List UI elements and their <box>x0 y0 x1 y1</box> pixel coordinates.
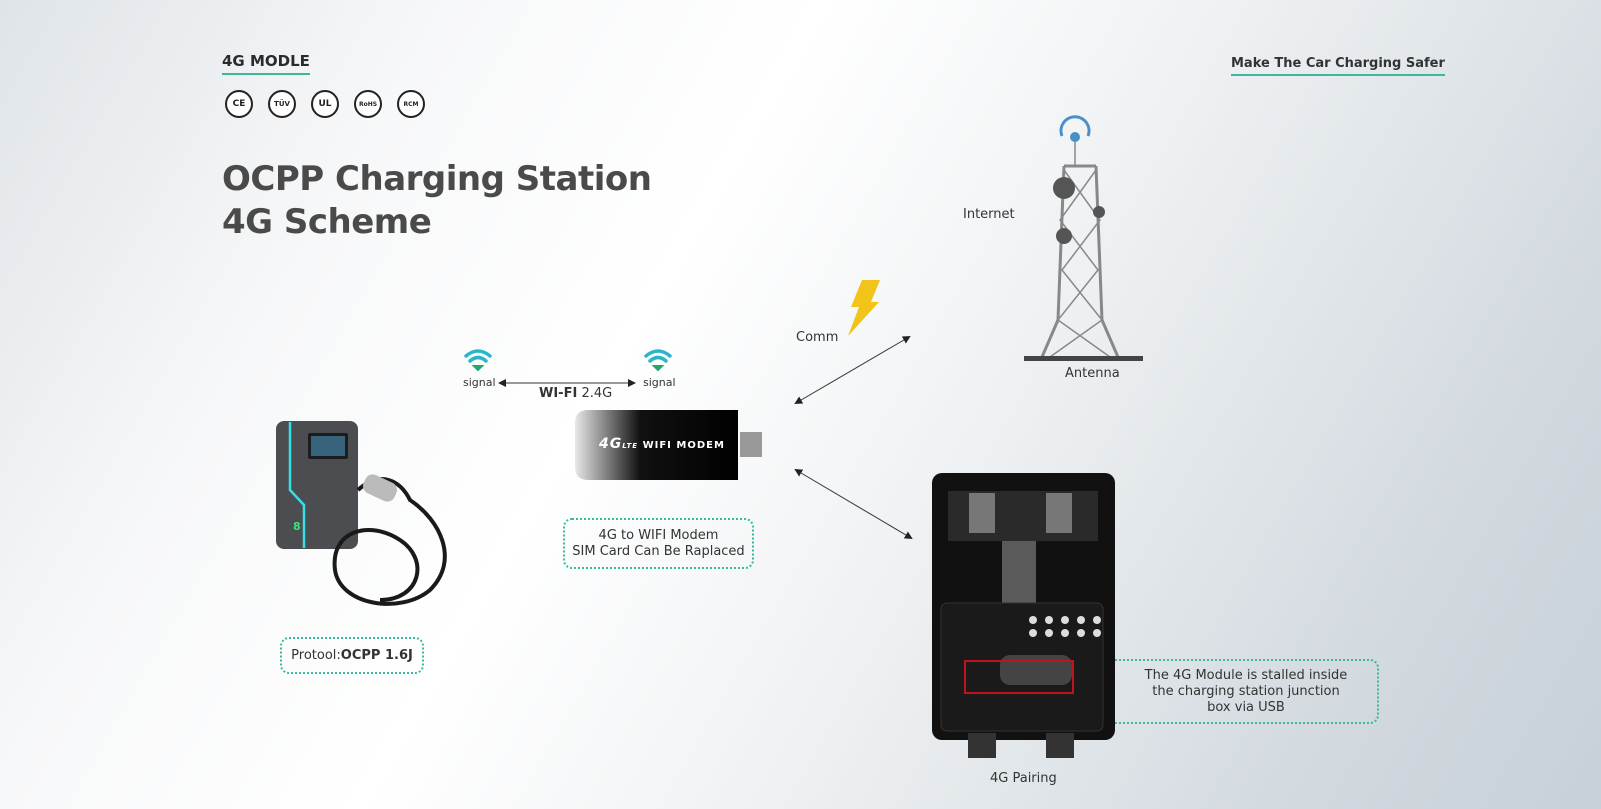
rcm-cert-icon: RCM <box>397 90 425 118</box>
wifi-icon-right <box>644 349 672 372</box>
junction-box-image <box>932 473 1115 758</box>
ce-cert-icon: CE <box>225 90 253 118</box>
junction-box-callout: The 4G Module is stalled inside the char… <box>1115 659 1379 724</box>
protocol-value: OCPP 1.6J <box>340 647 413 663</box>
tuv-cert-icon: TÜV <box>268 90 296 118</box>
junction-callout-line-1: The 4G Module is stalled inside <box>1144 667 1348 683</box>
rohs-cert-icon: RoHS <box>354 90 382 118</box>
module-highlight-box <box>964 660 1074 694</box>
protocol-label: Protool: <box>291 647 341 663</box>
cell-tower-icon <box>1024 115 1143 361</box>
internet-label: Internet <box>963 207 1015 222</box>
modem-label: 4GLTE WIFI MODEM <box>599 436 725 452</box>
junction-callout-line-2: the charging station junction <box>1152 683 1340 699</box>
title-line-2: 4G Scheme <box>222 202 432 242</box>
protocol-text: Protool:OCPP 1.6J <box>282 648 422 664</box>
wifi-band: 2.4G <box>581 386 613 401</box>
wifi-link-label: WI-FI 2.4G <box>539 386 612 401</box>
protocol-callout: Protool:OCPP 1.6J <box>280 637 424 674</box>
modem-brand: 4G <box>599 436 623 452</box>
ul-cert-icon: UL <box>311 90 339 118</box>
page-title: OCPP Charging Station 4G Scheme <box>222 158 652 244</box>
comm-label: Comm <box>796 330 839 345</box>
tagline: Make The Car Charging Safer <box>1231 56 1445 76</box>
modem-callout-line-2: SIM Card Can Be Raplaced <box>572 543 745 559</box>
junction-box-caption: 4G Pairing <box>990 771 1057 786</box>
modem-image <box>575 410 762 480</box>
svg-text:8: 8 <box>293 520 301 533</box>
modem-text: WIFI MODEM <box>642 440 725 451</box>
signal-label-left: signal <box>463 376 496 389</box>
junction-callout-line-3: box via USB <box>1207 699 1285 715</box>
antenna-label: Antenna <box>1065 366 1120 381</box>
wifi-icon-left <box>464 349 492 372</box>
modem-callout: 4G to WIFI Modem SIM Card Can Be Raplace… <box>563 518 754 569</box>
wifi-label: WI-FI <box>539 386 578 401</box>
section-label: 4G MODLE <box>222 52 310 75</box>
modem-lte: LTE <box>622 442 639 450</box>
comm-arrow-upper <box>794 335 911 405</box>
charging-station-image: 8 <box>276 421 447 606</box>
modem-callout-line-1: 4G to WIFI Modem <box>598 527 719 543</box>
title-line-1: OCPP Charging Station <box>222 159 652 199</box>
comm-arrow-lower <box>794 468 913 540</box>
lightning-bolt-icon <box>848 280 880 336</box>
signal-label-right: signal <box>643 376 676 389</box>
